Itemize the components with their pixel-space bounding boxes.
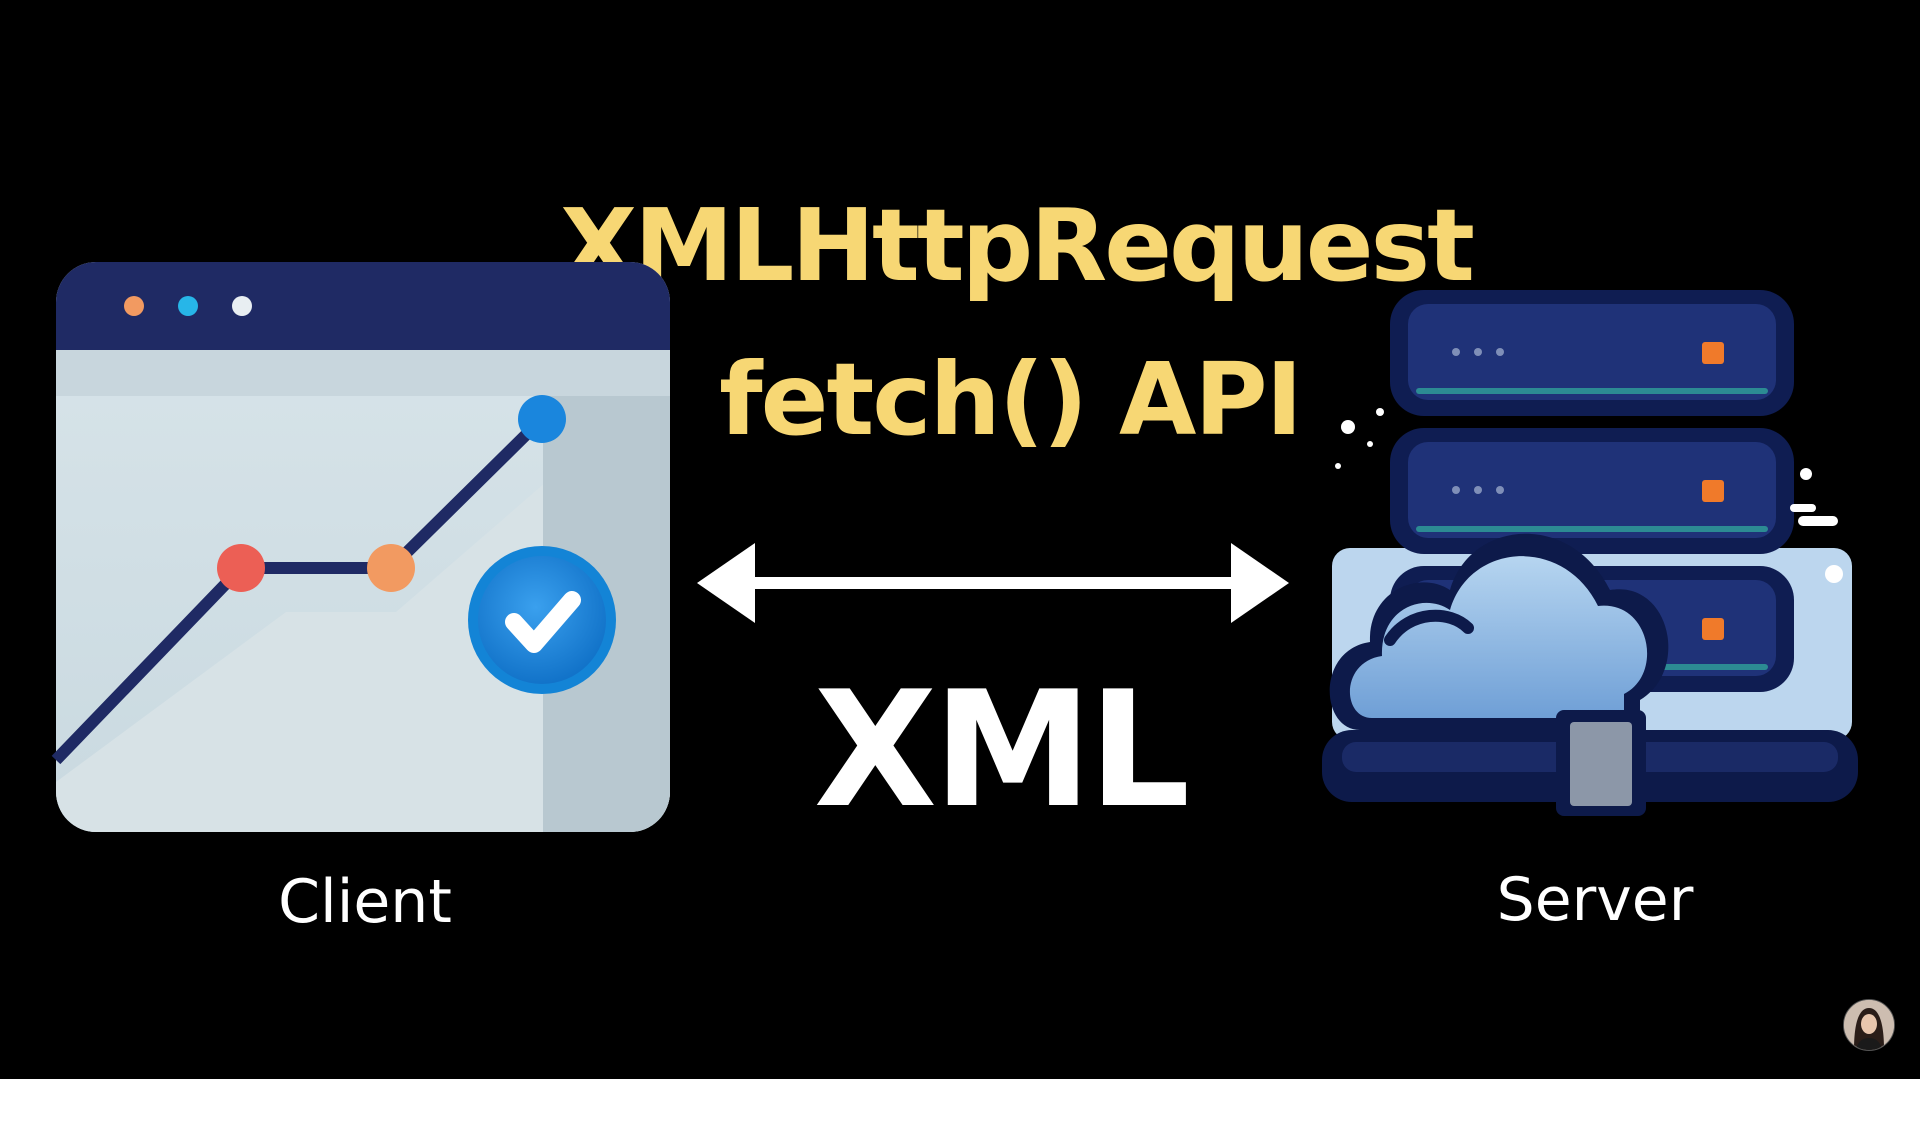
window-dot-orange — [124, 296, 144, 316]
server-label: Server — [1496, 865, 1694, 935]
chart-line — [51, 414, 547, 765]
window-dot-blue — [178, 296, 198, 316]
data-format-label: XML — [813, 656, 1191, 843]
server-cloud-icon — [1322, 290, 1858, 816]
diagram-canvas: XMLHttpRequest fetch() API — [0, 0, 1920, 1079]
cloud-icon — [1329, 533, 1669, 730]
chart-point — [367, 544, 415, 592]
check-badge-icon — [468, 546, 616, 694]
diagram-title: XMLHttpRequest — [560, 187, 1475, 304]
chart-point — [518, 395, 566, 443]
chart-point — [217, 544, 265, 592]
client-label: Client — [278, 867, 452, 937]
browser-chart-icon — [51, 262, 670, 832]
below-frame-area — [0, 1079, 1920, 1143]
diagram-subtitle: fetch() API — [719, 341, 1303, 458]
server-rack — [1390, 290, 1794, 416]
double-arrow-icon — [697, 543, 1289, 623]
window-dot-white — [232, 296, 252, 316]
server-rack — [1390, 428, 1794, 554]
avatar — [1843, 999, 1895, 1051]
